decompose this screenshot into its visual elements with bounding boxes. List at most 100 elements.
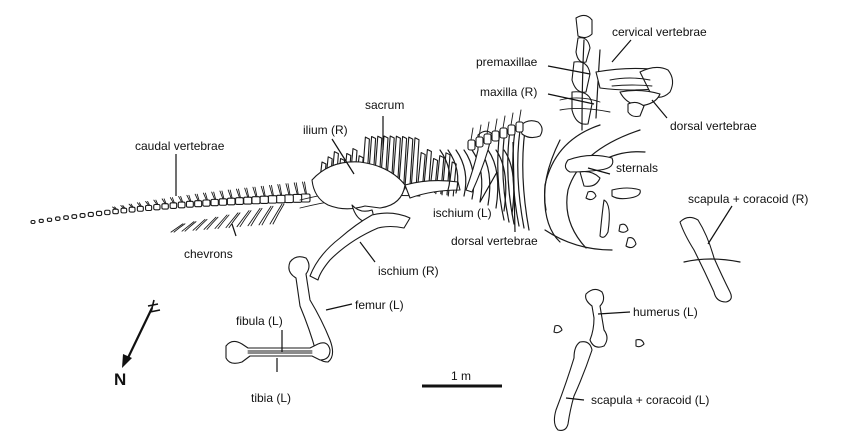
caudal-spine-edge xyxy=(229,189,233,199)
sternal-small-3 xyxy=(585,190,597,201)
caudal-vertebra xyxy=(177,201,186,209)
caudal-vertebra xyxy=(292,193,303,203)
neural-spine xyxy=(404,136,414,190)
labels: cervical vertebrae premaxillae maxilla (… xyxy=(135,25,808,407)
caudal-spine-edge xyxy=(204,192,208,201)
caudal-vertebra xyxy=(226,197,236,206)
dorsal-rib xyxy=(447,149,459,194)
chevron xyxy=(192,218,206,231)
caudal-vertebra xyxy=(153,203,161,211)
caudal-vertebra xyxy=(63,215,69,220)
dorsal-vertebra xyxy=(491,130,500,142)
label-dorsal-vertebrae-bottom: dorsal vertebrae xyxy=(451,234,538,248)
caudal-vertebra xyxy=(95,210,103,217)
dorsal-vertebra xyxy=(515,121,524,133)
dorsal-vertebra xyxy=(467,139,476,151)
north-label: N xyxy=(114,370,126,389)
dorsal-spine xyxy=(470,127,474,141)
dorsal-vertebrae-drawing xyxy=(467,109,524,151)
dorsal-spine xyxy=(478,124,482,138)
sternal-long-drawing xyxy=(599,199,610,238)
label-sacrum: sacrum xyxy=(365,98,404,112)
caudal-vertebra xyxy=(202,199,211,207)
caudal-spine xyxy=(112,206,117,210)
caudal-spine xyxy=(277,184,282,196)
chevron xyxy=(170,223,184,233)
caudal-spine xyxy=(260,185,265,197)
caudal-vertebra xyxy=(234,197,244,206)
dorsal-centrum-drawing xyxy=(519,120,543,139)
caudal-vertebra xyxy=(87,211,94,218)
caudal-spine xyxy=(161,198,166,205)
sternal-fragment-2 xyxy=(618,223,629,233)
caudal-spine xyxy=(211,191,216,200)
caudal-spine xyxy=(227,189,232,199)
label-dorsal-vertebrae-top: dorsal vertebrae xyxy=(670,119,757,133)
caudal-vertebra xyxy=(161,203,169,210)
caudal-spine-edge xyxy=(163,198,167,205)
caudal-vertebra xyxy=(104,209,111,216)
chevrons-drawing xyxy=(170,203,285,233)
caudal-vertebra xyxy=(267,195,278,204)
dorsal-rib xyxy=(487,149,499,209)
sternal-plate-drawing xyxy=(564,154,614,173)
tibia-drawing xyxy=(225,340,331,364)
ilium-drawing xyxy=(311,161,406,210)
caudal-spine-edge xyxy=(196,193,200,202)
caudal-spine-edge xyxy=(171,197,175,204)
label-humerus-l: humerus (L) xyxy=(633,305,698,319)
label-sternals: sternals xyxy=(616,161,658,175)
neural-spine xyxy=(398,136,408,190)
bone-fragment xyxy=(635,338,645,348)
caudal-vertebra xyxy=(284,194,294,204)
sternal-small-1 xyxy=(579,171,601,187)
label-ilium-r: ilium (R) xyxy=(303,123,348,137)
caudal-spine-edge xyxy=(254,186,258,198)
caudal-spine-edge xyxy=(295,182,299,195)
caudal-spine-edge xyxy=(188,194,192,202)
dorsal-rib xyxy=(439,149,451,191)
rib-curve-4 xyxy=(544,229,613,251)
label-premaxillae: premaxillae xyxy=(476,55,538,69)
label-ischium-l: ischium (L) xyxy=(433,206,492,220)
caudal-vertebra xyxy=(46,217,53,222)
caudal-spine-edge xyxy=(155,199,159,205)
femur-drawing xyxy=(288,256,334,363)
caudal-spine xyxy=(136,202,141,207)
caudal-spine-edge xyxy=(138,202,142,207)
dorsal-rib xyxy=(455,149,467,197)
chevron-edge xyxy=(228,212,241,229)
scale-bar: 1 m xyxy=(422,369,502,388)
caudal-spine xyxy=(128,203,133,208)
caudal-spine xyxy=(302,181,306,195)
dorsal-ribs-drawing xyxy=(439,129,530,231)
caudal-vertebra xyxy=(136,205,144,212)
label-scapula-coracoid-l: scapula + coracoid (L) xyxy=(591,393,709,407)
dorsal-vertebra xyxy=(483,133,492,145)
chevron-edge xyxy=(250,207,263,227)
caudal-vertebra xyxy=(38,218,44,224)
caudal-spine xyxy=(219,190,224,200)
chevron-edge xyxy=(272,203,285,225)
scapula-coracoid-right-drawing xyxy=(679,216,732,303)
caudal-vertebra xyxy=(275,194,286,204)
ischium-left-drawing xyxy=(465,130,493,193)
dorsal-rib-long xyxy=(522,129,530,231)
caudal-spine-edge xyxy=(262,185,266,197)
chevron xyxy=(214,214,228,229)
caudal-spine xyxy=(120,205,125,209)
label-scapula-coracoid-r: scapula + coracoid (R) xyxy=(688,192,808,206)
caudal-spine-edge xyxy=(130,203,134,208)
chevron-edge xyxy=(195,218,208,231)
caudal-spine xyxy=(285,183,290,196)
caudal-spine xyxy=(202,192,207,201)
chevron xyxy=(247,207,261,227)
leader-lines xyxy=(175,39,733,401)
caudal-spine-edge xyxy=(246,187,250,198)
caudal-spine xyxy=(269,184,273,197)
caudal-vertebra xyxy=(144,204,153,212)
dorsal-vertebra xyxy=(475,136,484,148)
caudal-vertebra xyxy=(218,198,228,206)
